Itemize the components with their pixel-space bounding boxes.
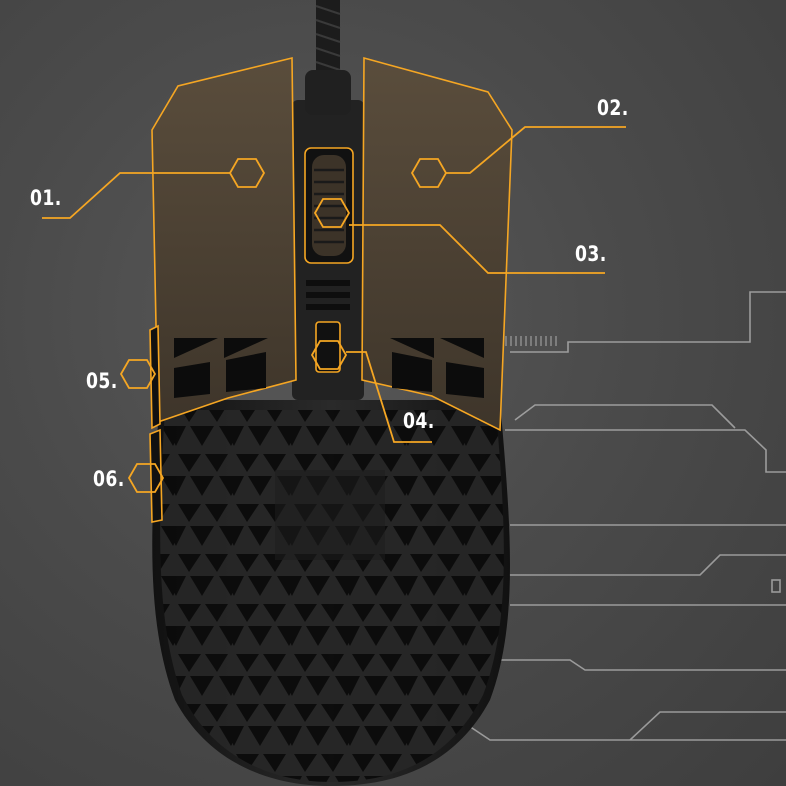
circuit-trace — [514, 404, 736, 429]
callout-leaders — [42, 126, 626, 493]
callout-leader — [42, 172, 230, 219]
circuit-pad — [771, 579, 781, 593]
callout-leader — [346, 351, 432, 443]
lattice-shell — [160, 410, 504, 782]
callout-marker — [127, 463, 165, 493]
callout-label-06: 06. — [93, 467, 125, 491]
circuit-trace — [510, 291, 786, 353]
side-button-back — [149, 428, 163, 523]
callout-label-01: 01. — [30, 186, 62, 210]
circuit-trace — [505, 429, 786, 473]
callout-marker — [119, 359, 157, 389]
shell-vents — [174, 338, 484, 398]
callout-marker — [310, 340, 348, 370]
scroll-wheel — [304, 147, 354, 264]
callout-label-02: 02. — [597, 96, 629, 120]
right-button-shell — [361, 56, 513, 432]
callout-leader — [349, 224, 605, 274]
circuit-trace — [629, 711, 786, 741]
callout-label-04: 04. — [403, 409, 435, 433]
callout-label-05: 05. — [86, 369, 118, 393]
circuit-trace — [459, 719, 786, 741]
pcb-window — [275, 470, 385, 560]
circuit-trace — [500, 659, 786, 671]
left-button-shell — [151, 56, 297, 424]
side-button-forward — [149, 324, 161, 430]
callout-leader — [446, 126, 626, 174]
callout-marker — [228, 158, 266, 188]
circuit-traces — [459, 291, 786, 741]
circuit-tick-marks — [505, 336, 557, 346]
callout-marker — [313, 198, 351, 228]
callout-label-03: 03. — [575, 242, 607, 266]
cable-strain-relief — [305, 70, 351, 115]
circuit-trace — [500, 554, 786, 576]
